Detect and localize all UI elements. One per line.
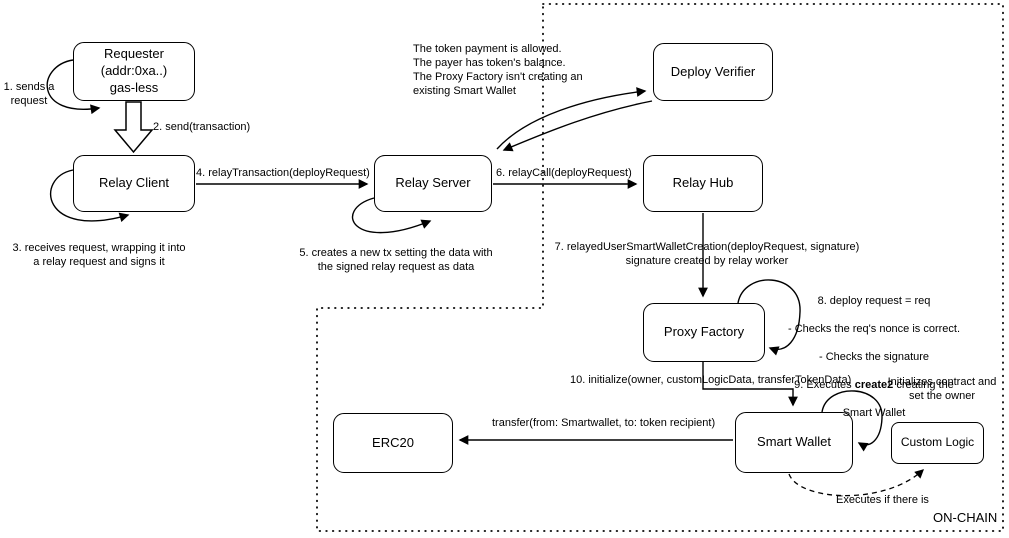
requester-self-loop-arrow [46,59,101,115]
step3-label: 3. receives request, wrapping it into a … [12,242,186,268]
factory-checks-note: 8. deploy request = req - Checks the req… [776,280,972,420]
erc20-node: ERC20 [333,413,453,473]
step6-label: 6. relayCall(deployRequest) [496,167,632,179]
step1-label: 1. sends a request [3,81,55,107]
step7-label: 7. relayedUserSmartWalletCreation(deploy… [554,241,860,267]
relay-client-node: Relay Client [73,155,195,212]
executes-custom-logic-arrow [788,469,925,497]
step2-label: 2. send(transaction) [153,121,251,133]
step9-post: creating the [893,379,954,391]
custom-logic-node: Custom Logic [891,422,984,464]
executes-label: Executes if there is [836,494,929,506]
smart-wallet-node: Smart Wallet [735,412,853,473]
onchain-label: ON-CHAIN [933,510,998,525]
server-to-verifier-arrow [496,87,647,150]
step5-label: 5. creates a new tx setting the data wit… [299,247,493,273]
proxy-factory-self-loop-arrow [737,279,801,356]
step9-create2: create2 [854,379,894,391]
verifier-note: The token payment is allowed. The payer … [413,43,583,97]
step8-line3: - Checks the signature [818,351,930,363]
proxy-factory-node: Proxy Factory [643,303,765,362]
initializes-note: Initializes contract and set the owner [887,376,997,402]
requester-node: Requester (addr:0xa..) gas-less [73,42,195,101]
relay-server-node: Relay Server [374,155,492,212]
relay-hub-node: Relay Hub [643,155,763,212]
relay-client-self-loop-arrow [49,169,130,223]
step9-pre: 9. Executes [794,379,855,391]
step4-label: 4. relayTransaction(deployRequest) [196,167,370,179]
step10-label: 10. initialize(owner, customLogicData, t… [570,374,852,386]
step8-line2: - Checks the req's nonce is correct. [787,323,961,335]
initialize-arrow [702,362,798,407]
verifier-to-server-arrow [502,100,653,152]
smart-wallet-self-loop-arrow [821,390,883,452]
transfer-label: transfer(from: Smartwallet, to: token re… [492,417,716,429]
relay-server-self-loop-arrow [351,197,432,234]
step8-line1: 8. deploy request = req [817,295,931,307]
deploy-verifier-node: Deploy Verifier [653,43,773,101]
send-transaction-block-arrow [113,101,154,154]
step9-line2: Smart Wallet [842,407,906,419]
